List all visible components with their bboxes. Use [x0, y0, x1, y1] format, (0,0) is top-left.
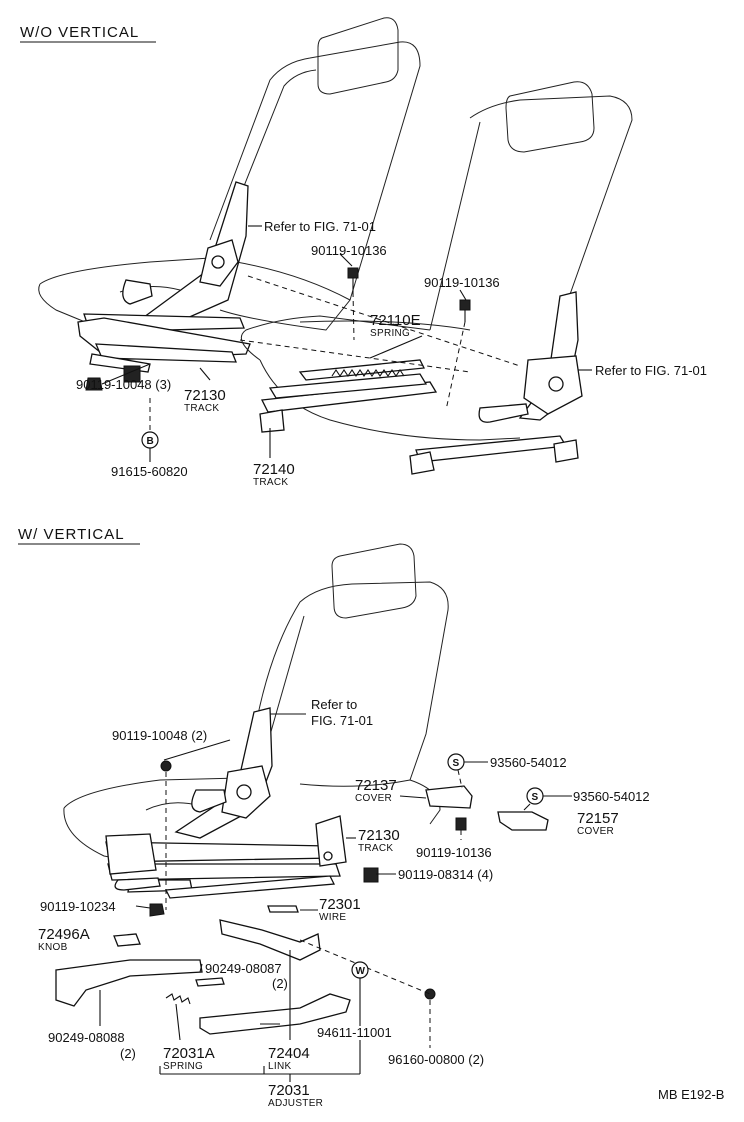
label-part-72140-name: TRACK	[253, 477, 288, 488]
label-part-90119-10048-2: 90119-10048 (2)	[112, 728, 207, 743]
label-refer-fig-top-right: Refer to FIG. 71-01	[595, 363, 707, 378]
knob-72496a	[113, 933, 141, 947]
bolt-90119-10048-3	[85, 377, 103, 391]
label-part-72031a-name: SPRING	[163, 1061, 203, 1072]
label-part-72496a-name: KNOB	[38, 942, 68, 953]
label-part-72301: 72301	[319, 896, 361, 913]
section-title-with-vertical: W/ VERTICAL	[18, 526, 125, 543]
label-part-72496a: 72496A	[38, 926, 90, 943]
label-part-72137: 72137	[355, 777, 397, 794]
circle-marker-s2	[526, 787, 544, 805]
cover-72157	[497, 811, 549, 831]
label-part-72137-name: COVER	[355, 793, 392, 804]
label-part-72110e: 72110E	[370, 312, 421, 329]
label-refer-bottom-line2: FIG. 71-01	[311, 713, 373, 728]
label-part-72140: 72140	[253, 461, 295, 478]
circle-marker-b-text: B	[147, 436, 154, 447]
pin-90249-08087	[195, 977, 225, 987]
seat-frame-right-top	[259, 291, 583, 475]
label-part-72301-name: WIRE	[319, 912, 346, 923]
seat-left-top	[38, 17, 421, 331]
seat-frame-left-top	[77, 181, 251, 383]
adjuster-handle	[55, 959, 203, 1007]
label-part-72157: 72157	[577, 810, 619, 827]
label-part-72031-name: ADJUSTER	[268, 1098, 323, 1109]
seat-bottom	[63, 543, 449, 871]
label-part-90119-08314: 90119-08314 (4)	[398, 867, 493, 882]
label-part-72031: 72031	[268, 1082, 310, 1099]
circle-marker-w-text: W	[356, 966, 366, 977]
adjuster-lever	[199, 993, 351, 1035]
footer-figure-code: MB E192-B	[658, 1087, 724, 1102]
wire-72301	[267, 905, 299, 913]
label-part-90119-10048-3: 90119-10048 (3)	[76, 377, 171, 392]
label-part-90249-08088: 90249-08088	[48, 1030, 125, 1045]
link-72404	[219, 919, 321, 961]
label-part-72130-b: 72130	[358, 827, 400, 844]
label-part-91615-60820: 91615-60820	[111, 464, 188, 479]
label-part-72130-b-name: TRACK	[358, 843, 393, 854]
label-refer-bottom-line1: Refer to	[311, 697, 357, 712]
section-title-without-vertical: W/O VERTICAL	[20, 24, 139, 41]
label-part-72110e-name: SPRING	[370, 328, 410, 339]
label-part-72031a: 72031A	[163, 1045, 215, 1062]
bolt-90119-08314	[363, 867, 379, 883]
circle-marker-s1	[447, 753, 465, 771]
label-part-72130-a: 72130	[184, 387, 226, 404]
cover-72137	[425, 785, 473, 809]
label-part-94611-11001: 94611-11001	[317, 1025, 392, 1040]
label-part-72404: 72404	[268, 1045, 310, 1062]
nut-96160-00800	[424, 988, 436, 1000]
label-part-72130-a-name: TRACK	[184, 403, 219, 414]
bolt-90119-10136-c	[455, 817, 467, 831]
circle-marker-s1-text: S	[453, 758, 460, 769]
bolt-90119-10136-b	[459, 299, 471, 322]
label-part-90249-08087-qty: (2)	[272, 976, 288, 991]
spring-72031a	[165, 993, 191, 1005]
spring-72110e	[331, 369, 405, 377]
label-part-90119-10136-b: 90119-10136	[424, 275, 500, 290]
label-part-90119-10136-c: 90119-10136	[416, 845, 492, 860]
seat-frame-bottom	[105, 707, 347, 899]
label-part-72404-name: LINK	[268, 1061, 291, 1072]
bolt-90119-10234	[149, 903, 165, 917]
label-part-96160-00800: 96160-00800 (2)	[388, 1052, 484, 1067]
circle-marker-s2-text: S	[532, 792, 539, 803]
label-part-93560-54012-b: 93560-54012	[573, 789, 650, 804]
label-part-90249-08088-qty: (2)	[120, 1046, 136, 1061]
bolt-90119-10136-a	[347, 267, 359, 292]
label-part-90119-10136-a: 90119-10136	[311, 243, 387, 258]
label-part-93560-54012-a: 93560-54012	[490, 755, 567, 770]
label-refer-fig-top-left: Refer to FIG. 71-01	[264, 219, 376, 234]
label-part-90249-08087: 90249-08087	[205, 961, 282, 976]
circle-marker-b	[141, 431, 159, 449]
label-part-90119-10234: 90119-10234	[40, 899, 116, 914]
label-part-72157-name: COVER	[577, 826, 614, 837]
circle-marker-w	[351, 961, 369, 979]
bolt-90119-10048-2	[160, 760, 172, 772]
